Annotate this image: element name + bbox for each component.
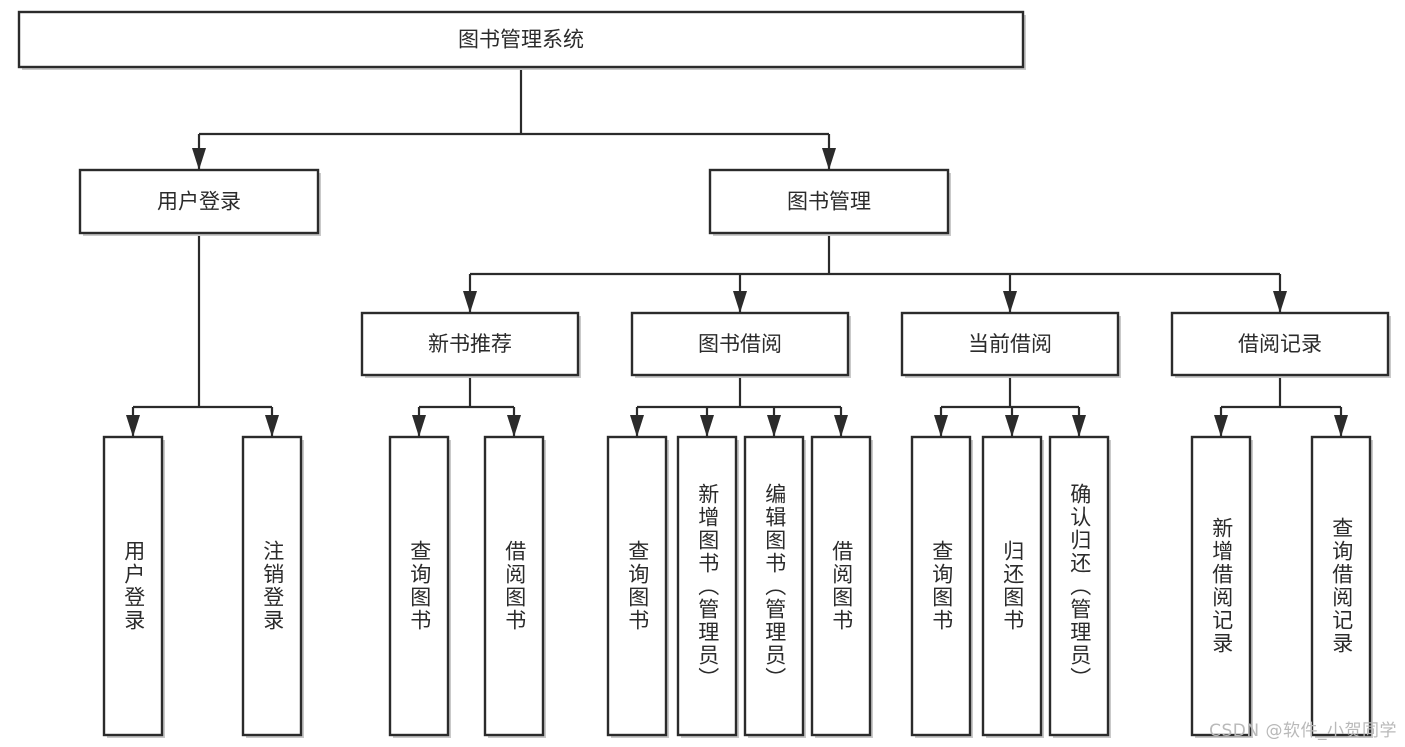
level3-node-2 [900, 311, 1120, 377]
leaf-node-5 [676, 435, 738, 737]
root-node [17, 10, 1025, 69]
root-node-label: 图书管理系统 [458, 28, 584, 52]
leaf-node-6 [743, 435, 805, 737]
boxes-layer [17, 10, 1391, 738]
root-to-level2-arrow-1 [822, 148, 836, 170]
borrow-to-leaves-arrow-3 [834, 415, 848, 437]
book-mgmt-to-level3-arrow-3 [1273, 291, 1287, 313]
current-to-leaves-arrow-2 [1072, 415, 1086, 437]
level2-node-1-label: 图书管理 [787, 190, 871, 214]
level2-node-1 [708, 168, 950, 235]
leaf-node-11 [1190, 435, 1252, 737]
level3-node-3-label: 借阅记录 [1238, 332, 1322, 356]
new-book-to-leaves-arrow-0 [412, 415, 426, 437]
level3-node-1-label: 图书借阅 [698, 332, 782, 356]
leaf-node-1 [241, 435, 303, 737]
level3-node-0 [360, 311, 580, 377]
user-login-to-leaves-arrow-0 [126, 415, 140, 437]
borrow-to-leaves-arrow-1 [700, 415, 714, 437]
edges-layer [126, 67, 1348, 437]
level3-node-2-label: 当前借阅 [968, 332, 1052, 356]
leaf-node-10 [1048, 435, 1110, 737]
borrow-to-leaves-arrow-0 [630, 415, 644, 437]
leaf-node-7 [810, 435, 872, 737]
book-mgmt-to-level3-arrow-1 [733, 291, 747, 313]
new-book-to-leaves-arrow-1 [507, 415, 521, 437]
level3-node-1 [630, 311, 850, 377]
leaf-node-0 [102, 435, 164, 737]
book-mgmt-to-level3-arrow-0 [463, 291, 477, 313]
leaf-node-12 [1310, 435, 1372, 737]
user-login-to-leaves-arrow-1 [265, 415, 279, 437]
level2-node-0-label: 用户登录 [157, 190, 241, 214]
root-to-level2-arrow-0 [192, 148, 206, 170]
current-to-leaves-arrow-1 [1005, 415, 1019, 437]
level2-node-0 [78, 168, 320, 235]
level3-node-0-label: 新书推荐 [428, 332, 512, 356]
leaf-node-2 [388, 435, 450, 737]
leaf-node-4 [606, 435, 668, 737]
current-to-leaves-arrow-0 [934, 415, 948, 437]
csdn-watermark: CSDN @软件_小贺同学 [1209, 721, 1397, 741]
leaf-node-8 [910, 435, 972, 737]
book-mgmt-to-level3-arrow-2 [1003, 291, 1017, 313]
borrow-to-leaves-arrow-2 [767, 415, 781, 437]
level3-node-3 [1170, 311, 1390, 377]
leaf-node-3 [483, 435, 545, 737]
record-to-leaves-arrow-1 [1334, 415, 1348, 437]
leaf-node-9 [981, 435, 1043, 737]
record-to-leaves-arrow-0 [1214, 415, 1228, 437]
